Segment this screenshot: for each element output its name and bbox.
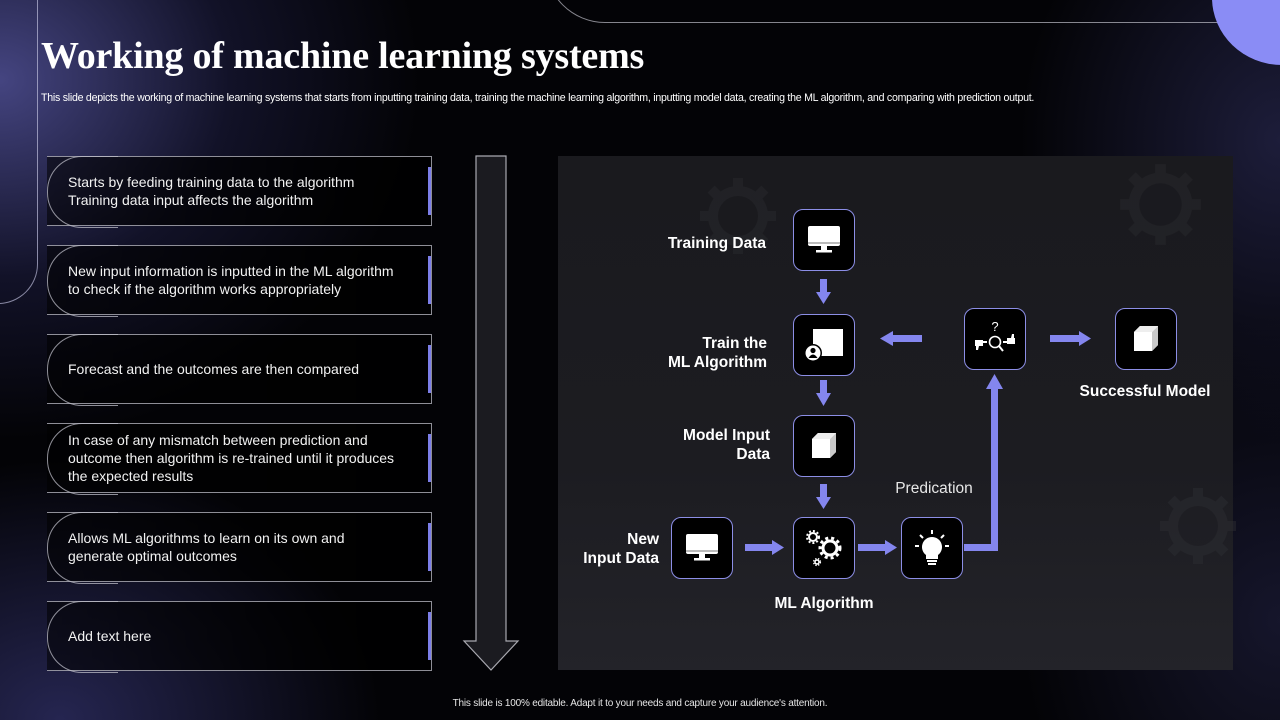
decorative-line xyxy=(0,0,38,304)
slide-footer: This slide is 100% editable. Adapt it to… xyxy=(452,698,828,709)
step-text: In case of any mismatch between predicti… xyxy=(68,432,395,484)
decorative-arc xyxy=(545,0,1280,23)
cube-icon xyxy=(812,433,836,458)
gears-icon xyxy=(806,530,842,567)
label-train-algorithm: Train the ML Algorithm xyxy=(667,335,767,371)
gear-watermark-icon xyxy=(1160,488,1236,564)
gear-watermark-icon xyxy=(700,178,776,254)
step-accent-bar xyxy=(428,256,431,304)
step-text: New input information is inputted in the… xyxy=(68,263,394,297)
step-accent-bar xyxy=(428,612,431,660)
step-item-3: Forecast and the outcomes are then compa… xyxy=(47,334,432,406)
step-text: Starts by feeding training data to the a… xyxy=(68,174,355,208)
label-successful-model: Successful Model xyxy=(1079,383,1211,400)
diagram-panel xyxy=(558,156,1236,670)
node-train-algorithm xyxy=(793,314,855,376)
node-model-input-data xyxy=(793,415,855,477)
step-item-4: In case of any mismatch between predicti… xyxy=(47,423,432,495)
step-item-6: Add text here xyxy=(47,601,432,673)
label-prediction: Predication xyxy=(895,480,973,497)
step-item-5: Allows ML algorithms to learn on its own… xyxy=(47,512,432,584)
step-accent-bar xyxy=(428,434,431,482)
node-new-input-data xyxy=(671,517,733,579)
step-text: Allows ML algorithms to learn on its own… xyxy=(68,530,345,564)
node-evaluation: ? xyxy=(964,308,1026,370)
monitor-icon xyxy=(686,534,718,561)
decorative-circle xyxy=(1212,0,1280,65)
label-ml-algorithm: ML Algorithm xyxy=(774,595,874,612)
label-new-input-data: New Input Data xyxy=(583,531,659,567)
svg-text:?: ? xyxy=(991,319,998,334)
step-accent-bar xyxy=(428,345,431,393)
slide-title: Working of machine learning systems xyxy=(41,35,645,77)
label-training-data: Training Data xyxy=(667,235,766,252)
step-item-2: New input information is inputted in the… xyxy=(47,245,432,317)
presentation-user-icon xyxy=(804,329,843,362)
node-successful-model xyxy=(1115,308,1177,370)
label-model-input-data: Model Input Data xyxy=(683,427,770,463)
node-training-data xyxy=(793,209,855,271)
step-accent-bar xyxy=(428,523,431,571)
node-prediction xyxy=(901,517,963,579)
step-item-1: Starts by feeding training data to the a… xyxy=(47,156,432,228)
flow-down-arrow xyxy=(462,155,520,671)
monitor-icon xyxy=(808,226,840,253)
feedback-search-icon: ? xyxy=(975,319,1015,352)
slide-subtitle: This slide depicts the working of machin… xyxy=(41,92,1035,104)
node-ml-algorithm xyxy=(793,517,855,579)
step-accent-bar xyxy=(428,167,431,215)
step-text: Add text here xyxy=(68,628,152,644)
gear-watermark-icon xyxy=(1120,164,1201,245)
step-text: Forecast and the outcomes are then compa… xyxy=(68,361,360,377)
cube-icon xyxy=(1134,326,1158,351)
lightbulb-icon xyxy=(915,530,949,565)
